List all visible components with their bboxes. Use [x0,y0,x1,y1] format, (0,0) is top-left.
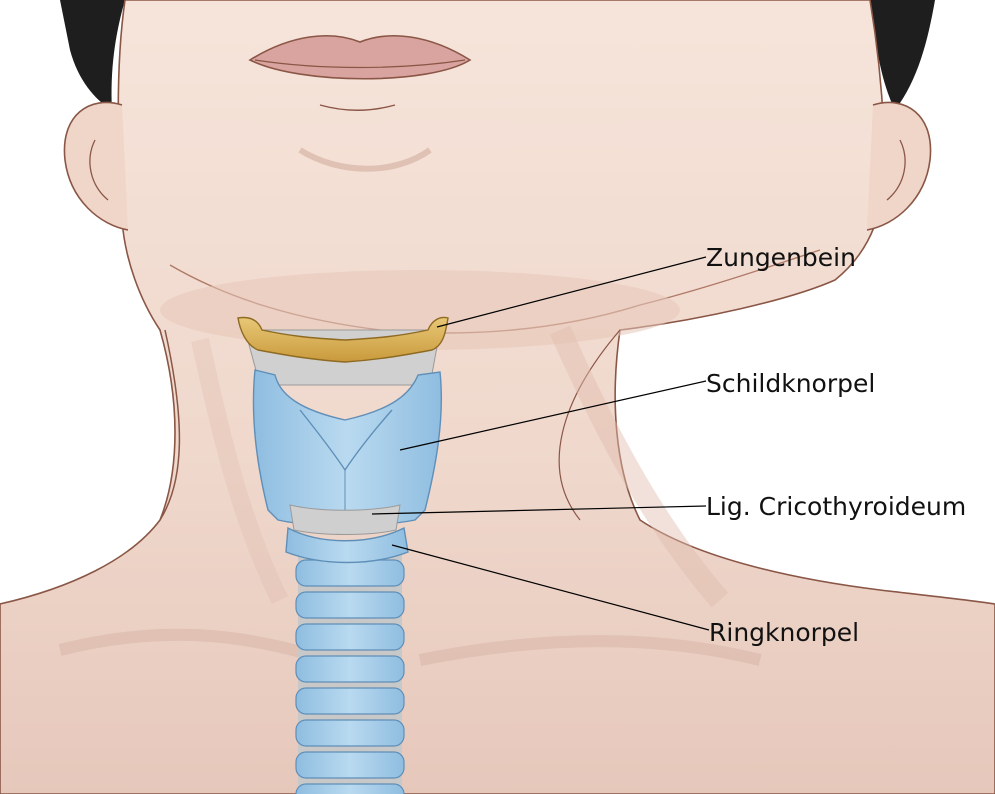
label-lig-cricothyroideum: Lig. Cricothyroideum [706,492,966,522]
label-schildknorpel: Schildknorpel [706,369,875,399]
label-ringknorpel: Ringknorpel [709,618,859,648]
label-zungenbein: Zungenbein [706,243,856,273]
trachea [296,555,404,794]
